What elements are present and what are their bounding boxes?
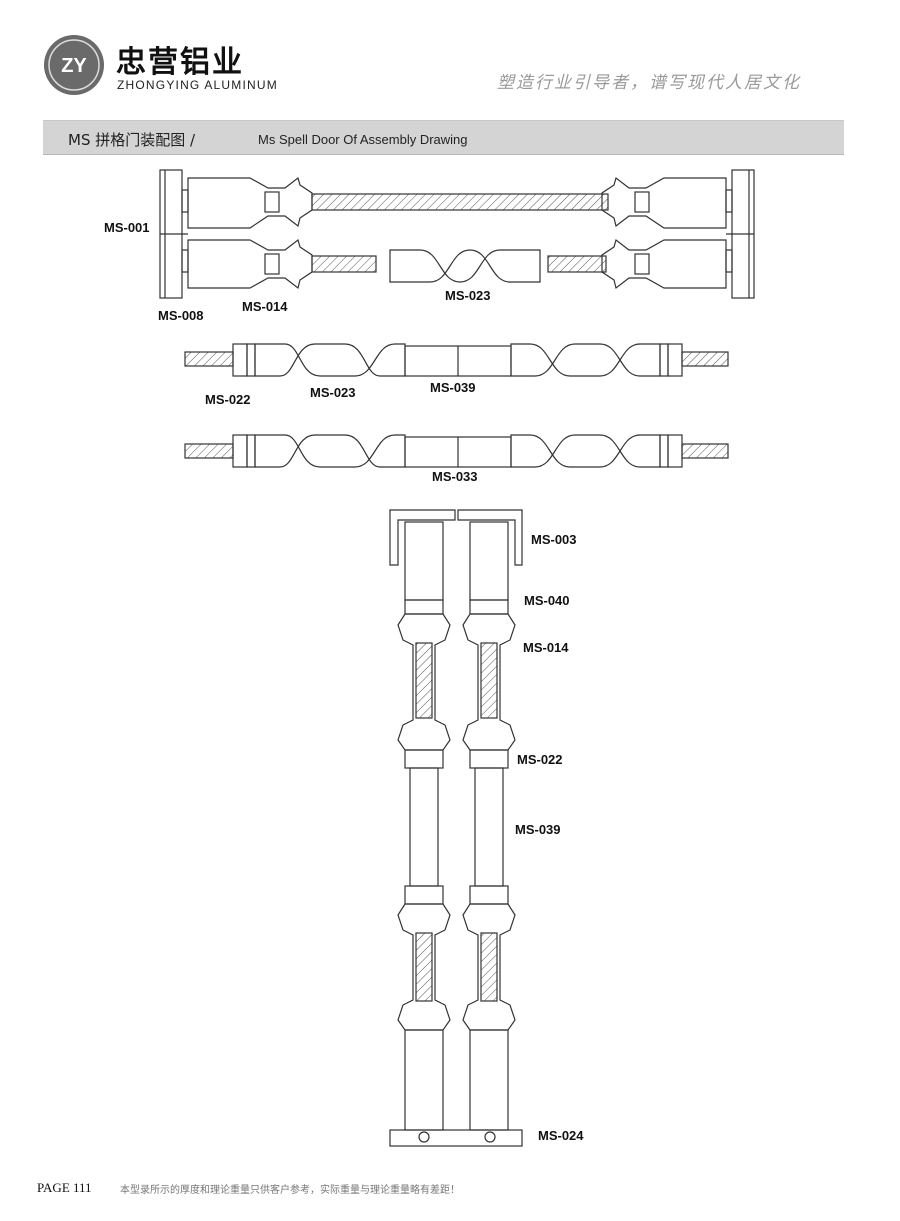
- brand-name-en: ZHONGYING ALUMINUM: [117, 78, 278, 92]
- label-ms-039-mid: MS-039: [430, 380, 476, 395]
- brand-name-cn: 忠营铝业: [116, 45, 244, 80]
- slogan: 塑造行业引导者，谱写现代人居文化: [497, 73, 801, 93]
- label-ms-014-vertical: MS-014: [523, 640, 569, 655]
- label-ms-023-top: MS-023: [445, 288, 491, 303]
- label-ms-024: MS-024: [538, 1128, 584, 1143]
- label-ms-023-mid: MS-023: [310, 385, 356, 400]
- label-ms-039-vertical: MS-039: [515, 822, 561, 837]
- vertical-assembly: [389, 509, 523, 1147]
- middle-assembly-2: [184, 434, 729, 468]
- label-ms-022-vertical: MS-022: [517, 752, 563, 767]
- label-ms-033: MS-033: [432, 469, 478, 484]
- section-title-bar: MS 拼格门装配图 / Ms Spell Door Of Assembly Dr…: [43, 120, 844, 155]
- svg-text:ZY: ZY: [61, 55, 87, 77]
- middle-assembly-1: [184, 343, 729, 377]
- label-ms-001: MS-001: [104, 220, 150, 235]
- section-title-en: Ms Spell Door Of Assembly Drawing: [258, 132, 468, 147]
- footer-disclaimer: 本型录所示的厚度和理论重量只供客户参考，实际重量与理论重量略有差距！: [120, 1185, 460, 1196]
- label-ms-008: MS-008: [158, 308, 204, 323]
- company-logo: ZY: [44, 35, 104, 95]
- top-assembly: [159, 169, 755, 299]
- label-ms-003: MS-003: [531, 532, 577, 547]
- label-ms-022-mid: MS-022: [205, 392, 251, 407]
- section-title-cn: MS 拼格门装配图 /: [68, 131, 196, 149]
- label-ms-014-top: MS-014: [242, 299, 288, 314]
- page-number: PAGE 111: [37, 1180, 92, 1195]
- label-ms-040: MS-040: [524, 593, 570, 608]
